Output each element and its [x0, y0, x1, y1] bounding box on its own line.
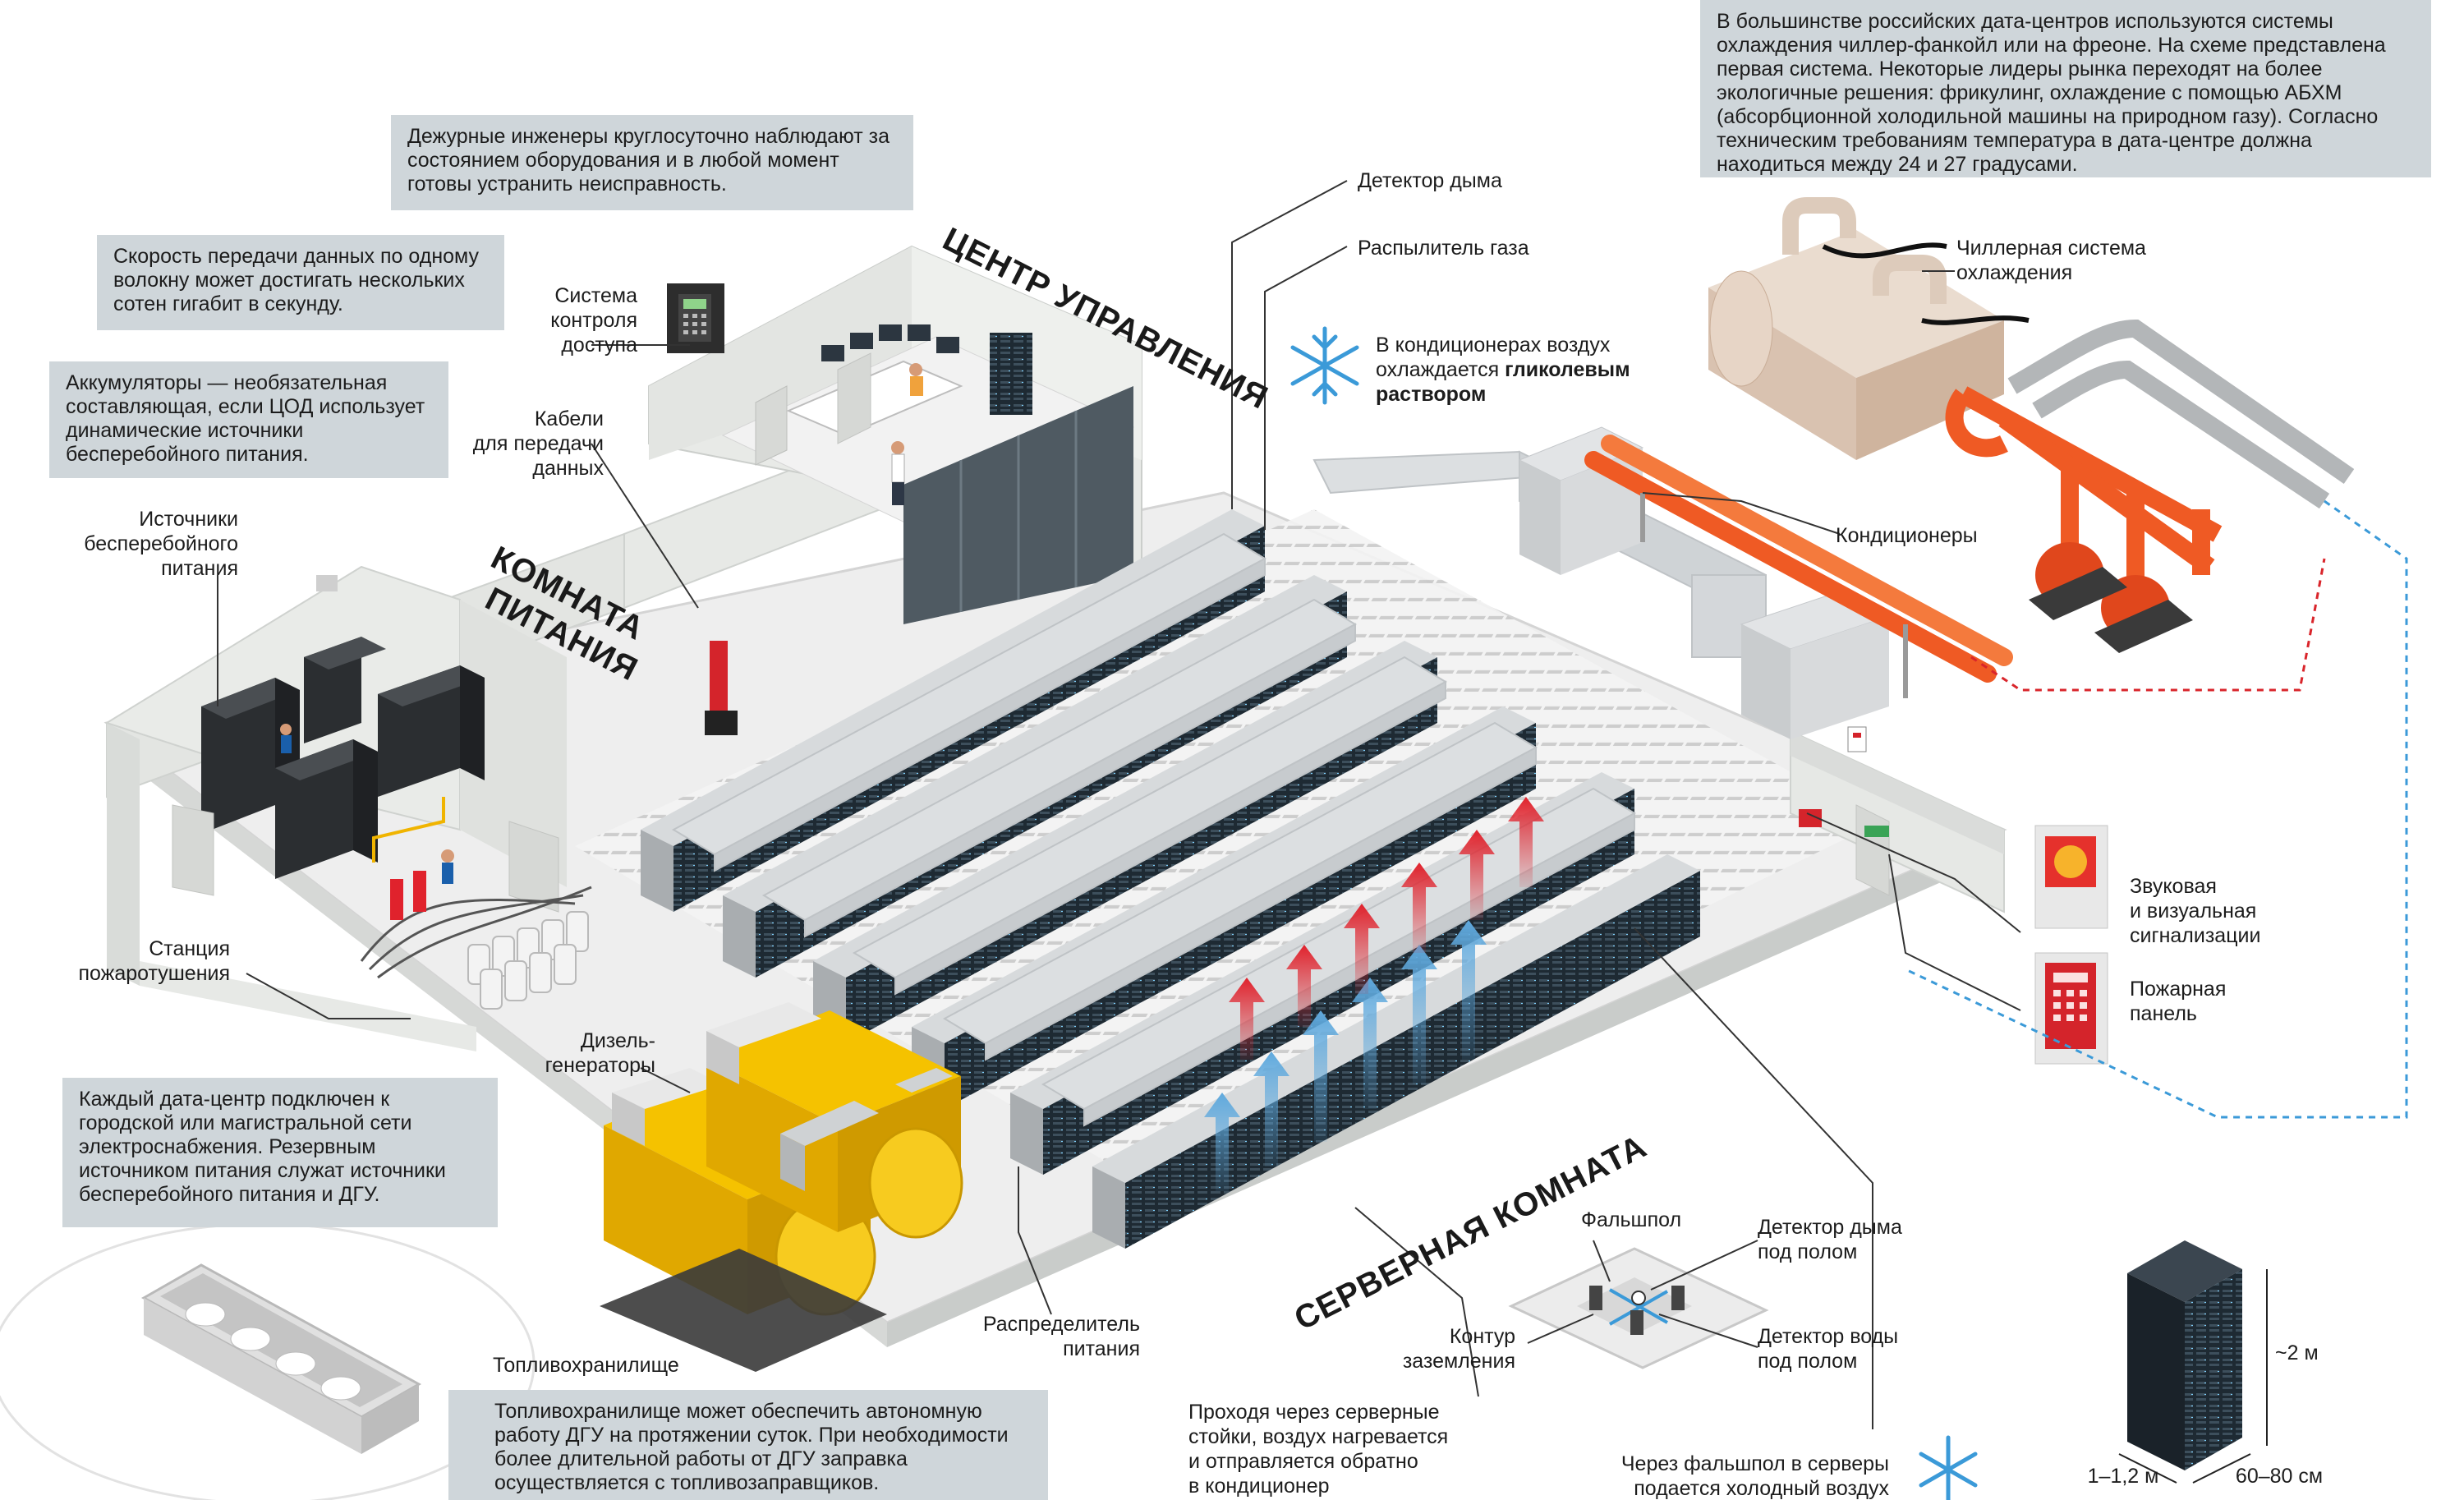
label-alarm-line3: сигнализации	[2130, 924, 2260, 947]
label-airflow-line2: стойки, воздух нагревается	[1188, 1425, 1448, 1448]
label-ups-line1: Источники	[139, 508, 238, 531]
flow-lines	[1905, 499, 2408, 1119]
label-diesel-line1: Дизель-	[581, 1029, 655, 1052]
snowflake-icon	[1290, 326, 1359, 405]
label-water-detector-line2: под полом	[1758, 1350, 1857, 1373]
label-floor-smoke-line2: под полом	[1758, 1240, 1857, 1263]
label-cables-line3: данных	[532, 457, 604, 480]
label-air-conditioners: Кондиционеры	[1836, 524, 1978, 547]
leader-lines	[217, 180, 2021, 1429]
label-alarm-line1: Звуковая	[2130, 875, 2217, 898]
engineers-info-callout: Дежурные инженеры круглосуточно наблюдаю…	[391, 115, 913, 210]
label-glycol-line1: В кондиционерах воздух	[1376, 334, 1611, 357]
label-cables-line1: Кабели	[535, 407, 604, 430]
label-grounding-line1: Контур	[1450, 1325, 1515, 1348]
label-raised-floor: Фальшпол	[1581, 1208, 1681, 1231]
label-glycol-line2: охлаждается гликолевым	[1376, 358, 1630, 381]
label-grounding-line2: заземления	[1403, 1350, 1515, 1373]
label-access-line2: контроля	[550, 309, 637, 332]
diesel-generators	[600, 1002, 963, 1372]
label-access-line1: Система	[554, 284, 637, 307]
label-distributor-line1: Распределитель	[983, 1313, 1140, 1336]
label-glycol-line2-bold: гликолевым	[1505, 358, 1630, 381]
label-floor-smoke-line1: Детектор дыма	[1758, 1216, 1902, 1239]
label-alarm-line2: и визуальная	[2130, 900, 2256, 923]
label-cold-air-line1: Через фальшпол в серверы	[1621, 1452, 1889, 1475]
ups-cabinets	[201, 575, 485, 879]
cooling-info-callout: В большинстве российских дата-центров ис…	[1700, 0, 2431, 177]
alarm-devices	[1799, 809, 2108, 1065]
grid-info-callout: Каждый дата-центр подключен к городской …	[62, 1078, 498, 1227]
batteries-info-callout: Аккумуляторы — необязательная составляющ…	[49, 361, 448, 478]
fuel-info-callout: Топливохранилище может обеспечить автоно…	[448, 1390, 1048, 1500]
rack-dimensions	[2118, 1240, 2268, 1484]
snowflake-icon	[1919, 1435, 1978, 1500]
label-cables-line2: для передачи	[473, 432, 604, 455]
label-diesel-line2: генераторы	[545, 1054, 655, 1077]
label-chiller-line1: Чиллерная система	[1956, 237, 2146, 260]
label-rack-height: ~2 м	[2275, 1341, 2319, 1364]
label-glycol-line2-regular: охлаждается	[1376, 358, 1505, 381]
label-airflow-line4: в кондиционер	[1188, 1475, 1330, 1498]
label-fire-station-line1: Станция	[149, 937, 230, 960]
label-airflow-line1: Проходя через серверные	[1188, 1401, 1440, 1424]
label-airflow-line3: и отправляется обратно	[1188, 1450, 1418, 1473]
airflow-arrows	[1204, 797, 1544, 1191]
fuel-storage	[0, 1222, 536, 1500]
coolant-pipes	[705, 435, 2013, 735]
label-cold-air-line2: подается холодный воздух	[1634, 1477, 1889, 1500]
label-fire-panel-line2: панель	[2130, 1002, 2197, 1025]
label-access-line3: доступа	[561, 334, 637, 357]
label-fire-panel-line1: Пожарная	[2130, 978, 2226, 1001]
raised-floor-detail	[1508, 1247, 1769, 1369]
label-rack-width: 60–80 см	[2236, 1465, 2323, 1488]
label-ups-line3: питания	[161, 557, 238, 580]
label-fuel-storage: Топливохранилище	[493, 1354, 679, 1377]
label-ups-line2: бесперебойного	[84, 532, 238, 555]
fiber-info-callout: Скорость передачи данных по одному волок…	[97, 235, 504, 330]
label-glycol-line3: раствором	[1376, 383, 1486, 406]
chiller-system	[1708, 197, 2355, 653]
label-gas-sprayer: Распылитель газа	[1358, 237, 1529, 260]
label-fire-station-line2: пожаротушения	[78, 962, 230, 985]
label-rack-depth: 1–1,2 м	[2088, 1465, 2159, 1488]
fire-suppression-station	[360, 797, 592, 1010]
label-smoke-detector: Детектор дыма	[1358, 169, 1502, 192]
control-center-room	[648, 245, 1142, 624]
label-chiller-line2: охлаждения	[1956, 261, 2072, 284]
label-water-detector-line1: Детектор воды	[1758, 1325, 1898, 1348]
label-distributor-line2: питания	[1063, 1337, 1140, 1360]
